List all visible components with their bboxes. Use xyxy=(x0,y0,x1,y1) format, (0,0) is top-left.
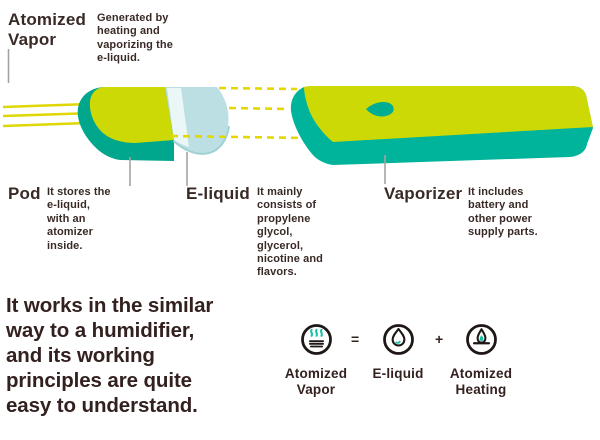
atomized-vapor-desc: Generated by heating and vaporizing the … xyxy=(97,12,173,65)
pod-label: Pod xyxy=(8,184,41,203)
equation-label-atomized-heating: Atomized Heating xyxy=(449,366,513,397)
e-liquid-window-highlight xyxy=(167,88,189,147)
heating-icon xyxy=(465,324,497,355)
droplet-icon xyxy=(382,324,414,355)
e-liquid-desc: It mainly consists of propylene glycol, … xyxy=(257,186,323,279)
atomized-vapor-label: Atomized Vapor xyxy=(8,10,87,49)
vaporizer-shape xyxy=(290,86,593,165)
pod-desc: It stores the e-liquid, with an atomizer… xyxy=(47,186,111,252)
e-liquid-label: E-liquid xyxy=(186,184,250,203)
vaporizer-label: Vaporizer xyxy=(384,184,463,203)
vaporizer-top-surface xyxy=(304,86,593,142)
equation-term-atomized-heating: Atomized Heating xyxy=(431,322,531,398)
steam-icon xyxy=(300,324,332,355)
equation-term-atomized-vapor: Atomized Vapor xyxy=(266,322,366,398)
leader-lines xyxy=(129,152,386,186)
vaporizer-droplet-mark xyxy=(366,101,394,117)
equation-term-e-liquid: E-liquid xyxy=(348,322,448,382)
device-diagram xyxy=(2,49,593,186)
equation-label-atomized-vapor: Atomized Vapor xyxy=(284,366,348,397)
summary-statement: It works in the similar way to a humidif… xyxy=(6,294,214,417)
pod-shape xyxy=(77,87,230,161)
vaporizer-desc: It includes battery and other power supp… xyxy=(468,186,538,239)
equals-sign: = xyxy=(351,331,360,347)
dashed-guide-lines xyxy=(170,86,307,140)
plus-sign: + xyxy=(435,331,444,347)
equation-label-e-liquid: E-liquid xyxy=(372,366,424,381)
pod-top-surface xyxy=(89,87,174,143)
